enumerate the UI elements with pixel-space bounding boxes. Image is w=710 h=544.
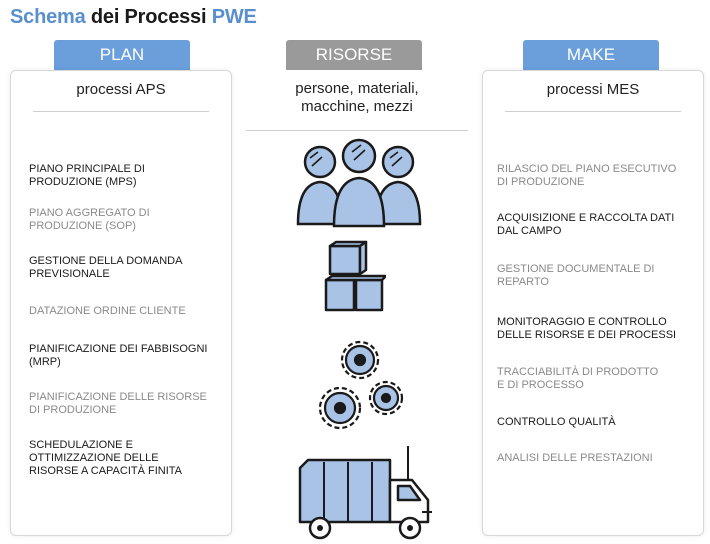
plan-process-item: PIANO PRINCIPALE DI PRODUZIONE (MPS) — [29, 163, 145, 188]
title-part-3: PWE — [211, 6, 257, 28]
plan-process-item: PIANIFICAZIONE DEI FABBISOGNI (MRP) — [29, 343, 208, 368]
risorse-divider — [246, 130, 468, 131]
plan-process-item: GESTIONE DELLA DOMANDA PREVISIONALE — [29, 255, 183, 280]
gears-icon — [318, 340, 404, 430]
plan-subtitle: processi APS — [76, 81, 166, 98]
make-process-item: CONTROLLO QUALITÀ — [497, 416, 616, 428]
make-process-item: TRACCIABILITÀ DI PRODOTTO E DI PROCESSO — [497, 366, 659, 391]
make-divider — [505, 111, 681, 112]
plan-process-item: DATAZIONE ORDINE CLIENTE — [29, 305, 186, 317]
risorse-subtitle-line-1: persone, materiali, — [295, 80, 419, 97]
truck-icon — [298, 446, 432, 540]
risorse-subtitle-line-2: macchine, mezzi — [301, 98, 413, 115]
plan-panel: processi APS PIANO PRINCIPALE DI PRODUZI… — [10, 70, 232, 536]
make-process-item: GESTIONE DOCUMENTALE DI REPARTO — [497, 263, 655, 288]
page-title: Schema dei Processi PWE — [10, 6, 257, 29]
plan-process-item: SCHEDULAZIONE E OTTIMIZZAZIONE DELLE RIS… — [29, 439, 183, 477]
make-process-item: MONITORAGGIO E CONTROLLO DELLE RISORSE E… — [497, 316, 677, 341]
plan-process-item: PIANIFICAZIONE DELLE RISORSE DI PRODUZIO… — [29, 391, 207, 416]
make-process-item: ANALISI DELLE PRESTAZIONI — [497, 452, 653, 464]
title-part-2: dei Processi — [90, 6, 207, 28]
title-part-1: Schema — [10, 6, 86, 28]
make-process-item: ACQUISIZIONE E RACCOLTA DATI DAL CAMPO — [497, 212, 675, 237]
risorse-tab: RISORSE — [286, 40, 422, 70]
risorse-subtitle: persone, materiali, macchine, mezzi — [246, 80, 468, 116]
make-panel: processi MES RILASCIO DEL PIANO ESECUTIV… — [482, 70, 704, 536]
make-process-item: RILASCIO DEL PIANO ESECUTIVO DI PRODUZIO… — [497, 163, 677, 188]
plan-divider — [33, 111, 209, 112]
plan-process-item: PIANO AGGREGATO DI PRODUZIONE (SOP) — [29, 207, 150, 232]
plan-tab: PLAN — [54, 40, 190, 70]
make-subtitle: processi MES — [546, 81, 640, 98]
people-icon — [296, 138, 422, 228]
boxes-icon — [324, 240, 386, 312]
make-tab: MAKE — [523, 40, 659, 70]
